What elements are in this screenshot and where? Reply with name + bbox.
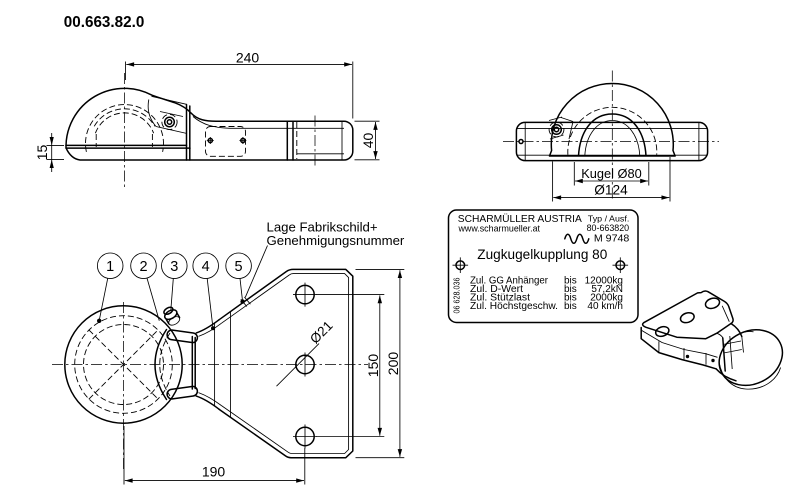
svg-text:1: 1 [106, 259, 114, 275]
svg-text:00.663.82.0: 00.663.82.0 [64, 14, 145, 31]
svg-text:Lage Fabrikschild+: Lage Fabrikschild+ [267, 220, 378, 235]
svg-text:3: 3 [170, 259, 178, 275]
svg-text:200: 200 [385, 352, 401, 376]
svg-text:bis: bis [564, 284, 577, 295]
svg-text:bis: bis [564, 301, 577, 312]
svg-text:Typ / Ausf.: Typ / Ausf. [588, 213, 630, 223]
svg-text:12000kg: 12000kg [585, 275, 623, 286]
svg-text:190: 190 [202, 463, 226, 479]
svg-text:240: 240 [236, 50, 260, 66]
svg-text:40 km/h: 40 km/h [587, 301, 623, 312]
svg-text:80-663820: 80-663820 [587, 223, 630, 233]
svg-text:57,2kN: 57,2kN [591, 284, 623, 295]
svg-text:Zul. D-Wert: Zul. D-Wert [470, 284, 523, 295]
svg-text:40: 40 [360, 133, 376, 149]
svg-text:Genehmigungsnummer: Genehmigungsnummer [267, 233, 405, 248]
svg-text:06 628.036: 06 628.036 [453, 277, 462, 313]
svg-text:15: 15 [34, 145, 50, 161]
svg-text:bis: bis [564, 293, 577, 304]
svg-text:5: 5 [235, 259, 243, 275]
svg-text:Zul. GG Anhänger: Zul. GG Anhänger [470, 275, 549, 286]
svg-text:SCHARMÜLLER AUSTRIA: SCHARMÜLLER AUSTRIA [458, 213, 582, 225]
svg-text:Zul. Stützlast: Zul. Stützlast [470, 293, 530, 304]
svg-text:2000kg: 2000kg [590, 293, 623, 304]
svg-text:4: 4 [202, 259, 210, 275]
svg-text:Zugkugelkupplung 80: Zugkugelkupplung 80 [477, 246, 607, 262]
svg-text:www.scharmueller.at: www.scharmueller.at [458, 224, 541, 234]
svg-text:Ø21: Ø21 [307, 318, 336, 347]
svg-text:bis: bis [564, 275, 577, 286]
svg-text:M 9748: M 9748 [594, 234, 630, 245]
svg-text:Zul. Höchstgeschw.: Zul. Höchstgeschw. [470, 301, 558, 312]
svg-text:Ø124: Ø124 [594, 183, 628, 198]
svg-text:Kugel Ø80: Kugel Ø80 [581, 166, 642, 181]
svg-text:2: 2 [139, 259, 147, 275]
svg-text:150: 150 [365, 354, 381, 378]
